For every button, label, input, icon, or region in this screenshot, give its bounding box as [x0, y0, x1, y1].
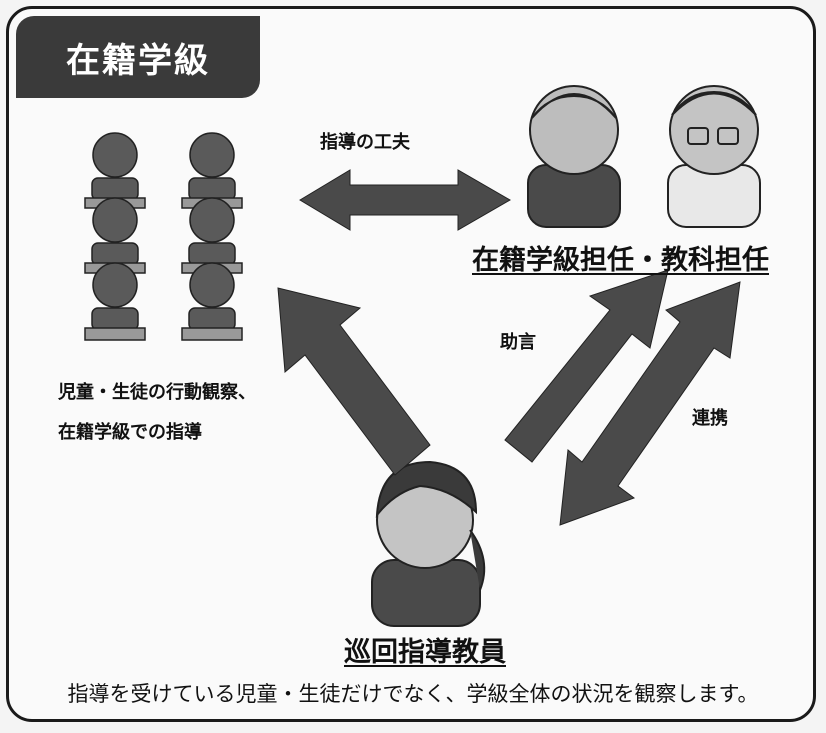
student-figure: [84, 132, 146, 209]
teaching-ideas-double-arrow: [299, 169, 512, 231]
class-title-tab: 在籍学級: [16, 16, 260, 98]
teachers-illustration: [527, 85, 761, 228]
arrow-to-students: [277, 287, 431, 476]
student-figure: [181, 197, 243, 274]
advice-label: 助言: [500, 332, 536, 353]
students-illustration: [84, 132, 243, 341]
homeroom-teachers-caption: 在籍学級担任・教科担任: [472, 245, 769, 276]
advice-arrow: [504, 269, 669, 463]
student-figure: [181, 262, 243, 341]
student-figure: [181, 132, 243, 209]
itinerant-teacher-caption: 巡回指導教員: [344, 637, 506, 668]
students-caption-line2: 在籍学級での指導: [58, 422, 202, 443]
student-figure: [84, 197, 146, 274]
cooperation-label: 連携: [692, 408, 728, 429]
footer-note: 指導を受けている児童・生徒だけでなく、学級全体の状況を観察します。: [67, 682, 759, 706]
student-figure: [84, 262, 146, 341]
itinerant-teacher-illustration: [371, 460, 486, 627]
students-caption-line1: 児童・生徒の行動観察、: [58, 382, 256, 403]
teaching-ideas-label: 指導の工夫: [320, 132, 410, 153]
cooperation-double-arrow: [559, 281, 741, 526]
